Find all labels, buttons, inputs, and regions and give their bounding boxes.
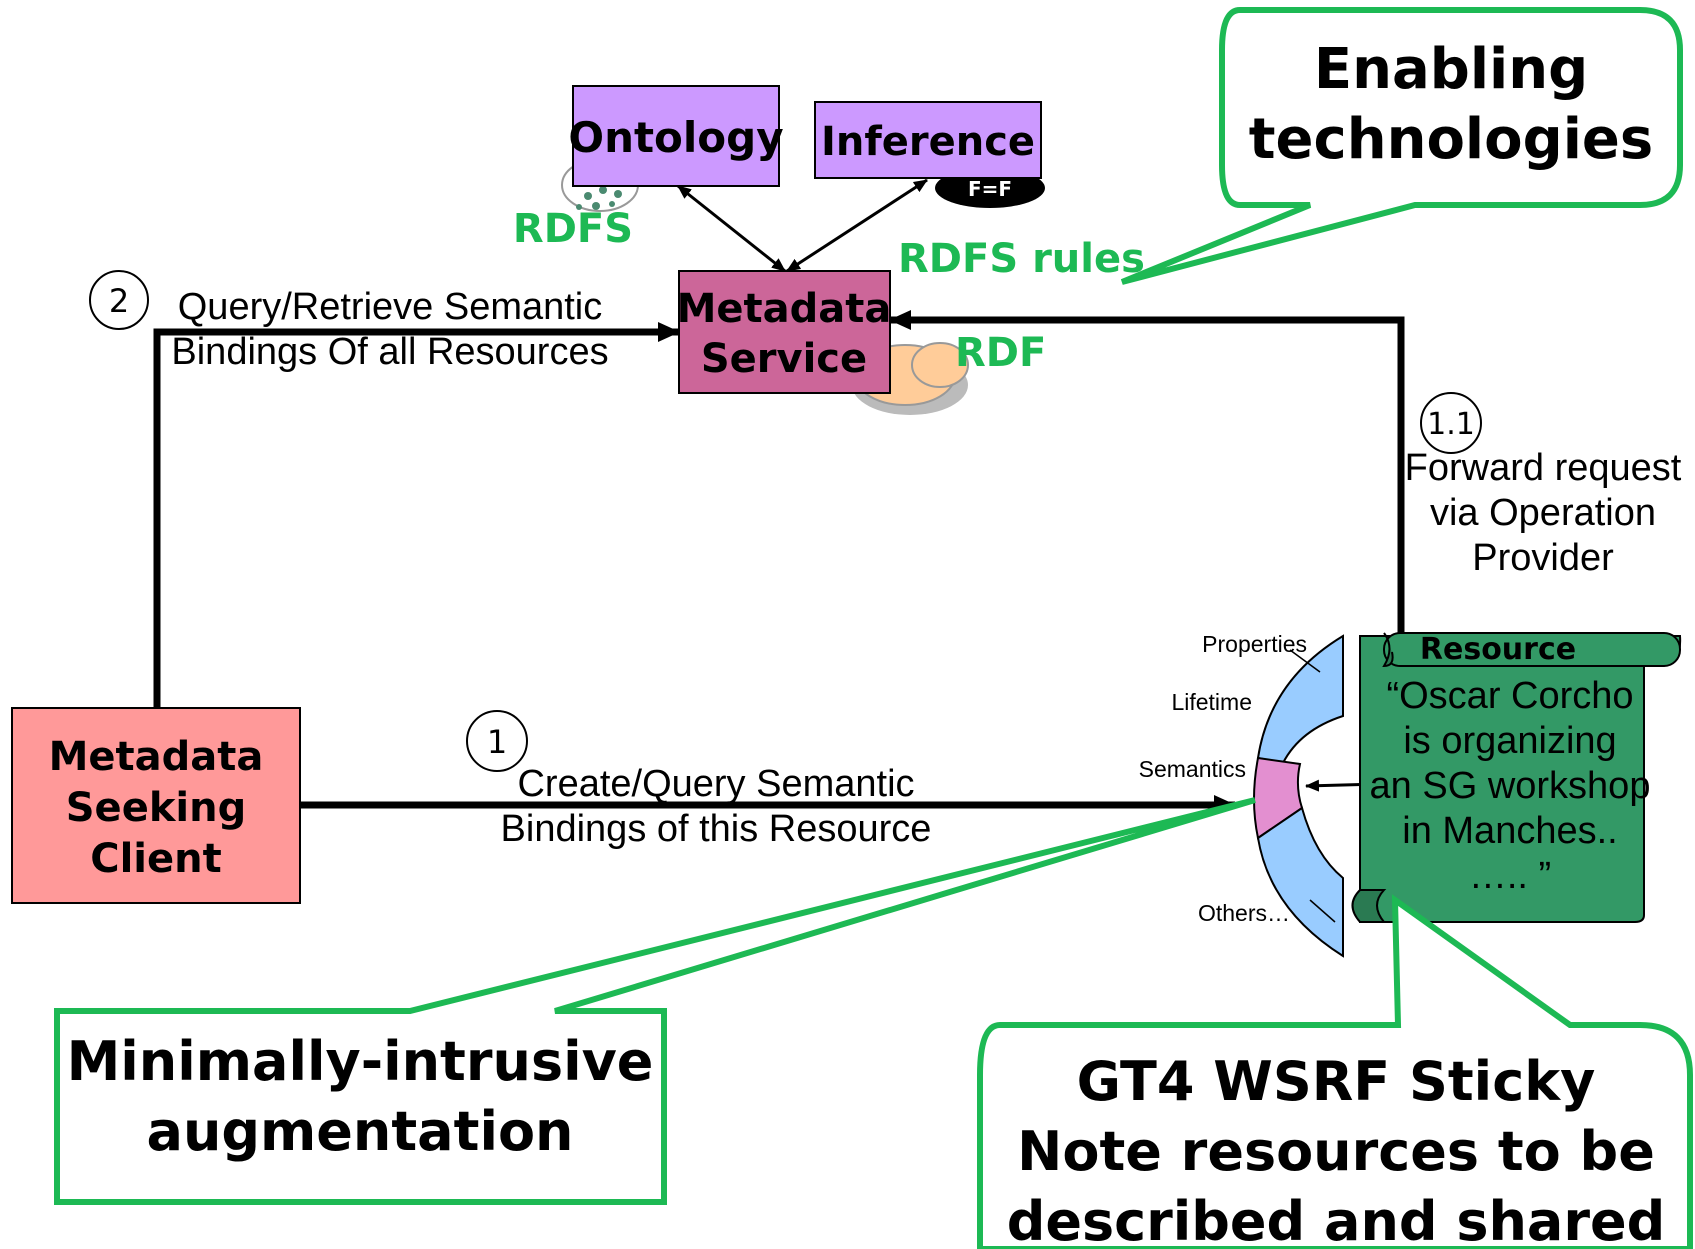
resource-note-line-1: “Oscar Corcho xyxy=(1386,675,1633,717)
gt4-sticky-callout: GT4 WSRF Sticky Note resources to be des… xyxy=(976,894,1693,1249)
enabling-line-2: technologies xyxy=(1249,107,1653,172)
minimally-line-1: Minimally-intrusive xyxy=(67,1030,654,1093)
metadata-service-label-2: Service xyxy=(701,336,867,382)
resource-note-line-2: is organizing xyxy=(1403,720,1616,762)
resource-note-line-4: in Manches.. xyxy=(1402,810,1617,852)
ontology-label: Ontology xyxy=(568,113,783,162)
step-2-marker: 2 xyxy=(89,270,149,330)
rdf-label: RDF xyxy=(955,330,1046,376)
gt4-line-2: Note resources to be xyxy=(1017,1120,1655,1183)
client-label-3: Client xyxy=(90,836,222,882)
metadata-client-box: Metadata Seeking Client xyxy=(11,707,301,904)
svg-text:F=F: F=F xyxy=(968,177,1012,201)
rdfs-label: RDFS xyxy=(513,206,633,252)
resource-sticky-note: Resource “Oscar Corcho is organizing an … xyxy=(1351,632,1682,923)
properties-label: Properties xyxy=(1202,631,1307,657)
enabling-line-1: Enabling xyxy=(1314,37,1588,102)
resource-note-line-5: ….. ” xyxy=(1469,855,1551,897)
resource-title: Resource xyxy=(1420,632,1576,667)
semantics-label: Semantics xyxy=(1139,756,1246,782)
resource-note-line-3: an SG workshop xyxy=(1370,765,1651,807)
query-label-1: Query/Retrieve Semantic xyxy=(178,286,603,328)
enabling-technologies-callout: Enabling technologies xyxy=(1120,7,1683,285)
others-segment xyxy=(1256,806,1344,958)
query-label-2: Bindings Of all Resources xyxy=(171,331,608,373)
forward-label-1: Forward request xyxy=(1405,447,1682,489)
minimally-line-2: augmentation xyxy=(147,1100,574,1163)
lifetime-label: Lifetime xyxy=(1171,689,1252,715)
step-1-1-marker: 1.1 xyxy=(1420,392,1482,454)
inference-box: Inference xyxy=(814,101,1042,179)
svg-text:1.1: 1.1 xyxy=(1427,407,1475,442)
query-connector xyxy=(153,322,680,708)
minimally-intrusive-callout: Minimally-intrusive augmentation xyxy=(54,797,1256,1205)
ontology-link xyxy=(677,184,786,273)
forward-label-2: via Operation xyxy=(1430,492,1656,534)
ontology-box: Ontology xyxy=(568,85,784,187)
metadata-service-box: Metadata Service xyxy=(677,270,892,394)
inference-label: Inference xyxy=(821,119,1035,165)
svg-text:2: 2 xyxy=(109,282,129,320)
gt4-line-1: GT4 WSRF Sticky xyxy=(1077,1050,1596,1113)
step-1-marker: 1 xyxy=(466,710,528,772)
create-label-1: Create/Query Semantic xyxy=(517,763,914,805)
inference-link xyxy=(786,178,928,273)
forward-connector xyxy=(889,310,1405,640)
resource-properties-arc xyxy=(1253,634,1344,958)
gt4-line-3: described and shared xyxy=(1007,1190,1666,1249)
forward-label-3: Provider xyxy=(1472,537,1614,579)
svg-text:1: 1 xyxy=(487,723,507,761)
client-label-2: Seeking xyxy=(66,785,247,831)
client-label-1: Metadata xyxy=(49,734,264,780)
others-label: Others… xyxy=(1198,900,1290,926)
rdfs-rules-label: RDFS rules xyxy=(898,236,1145,282)
create-label-2: Bindings of this Resource xyxy=(501,808,932,850)
metadata-service-label-1: Metadata xyxy=(677,286,892,332)
